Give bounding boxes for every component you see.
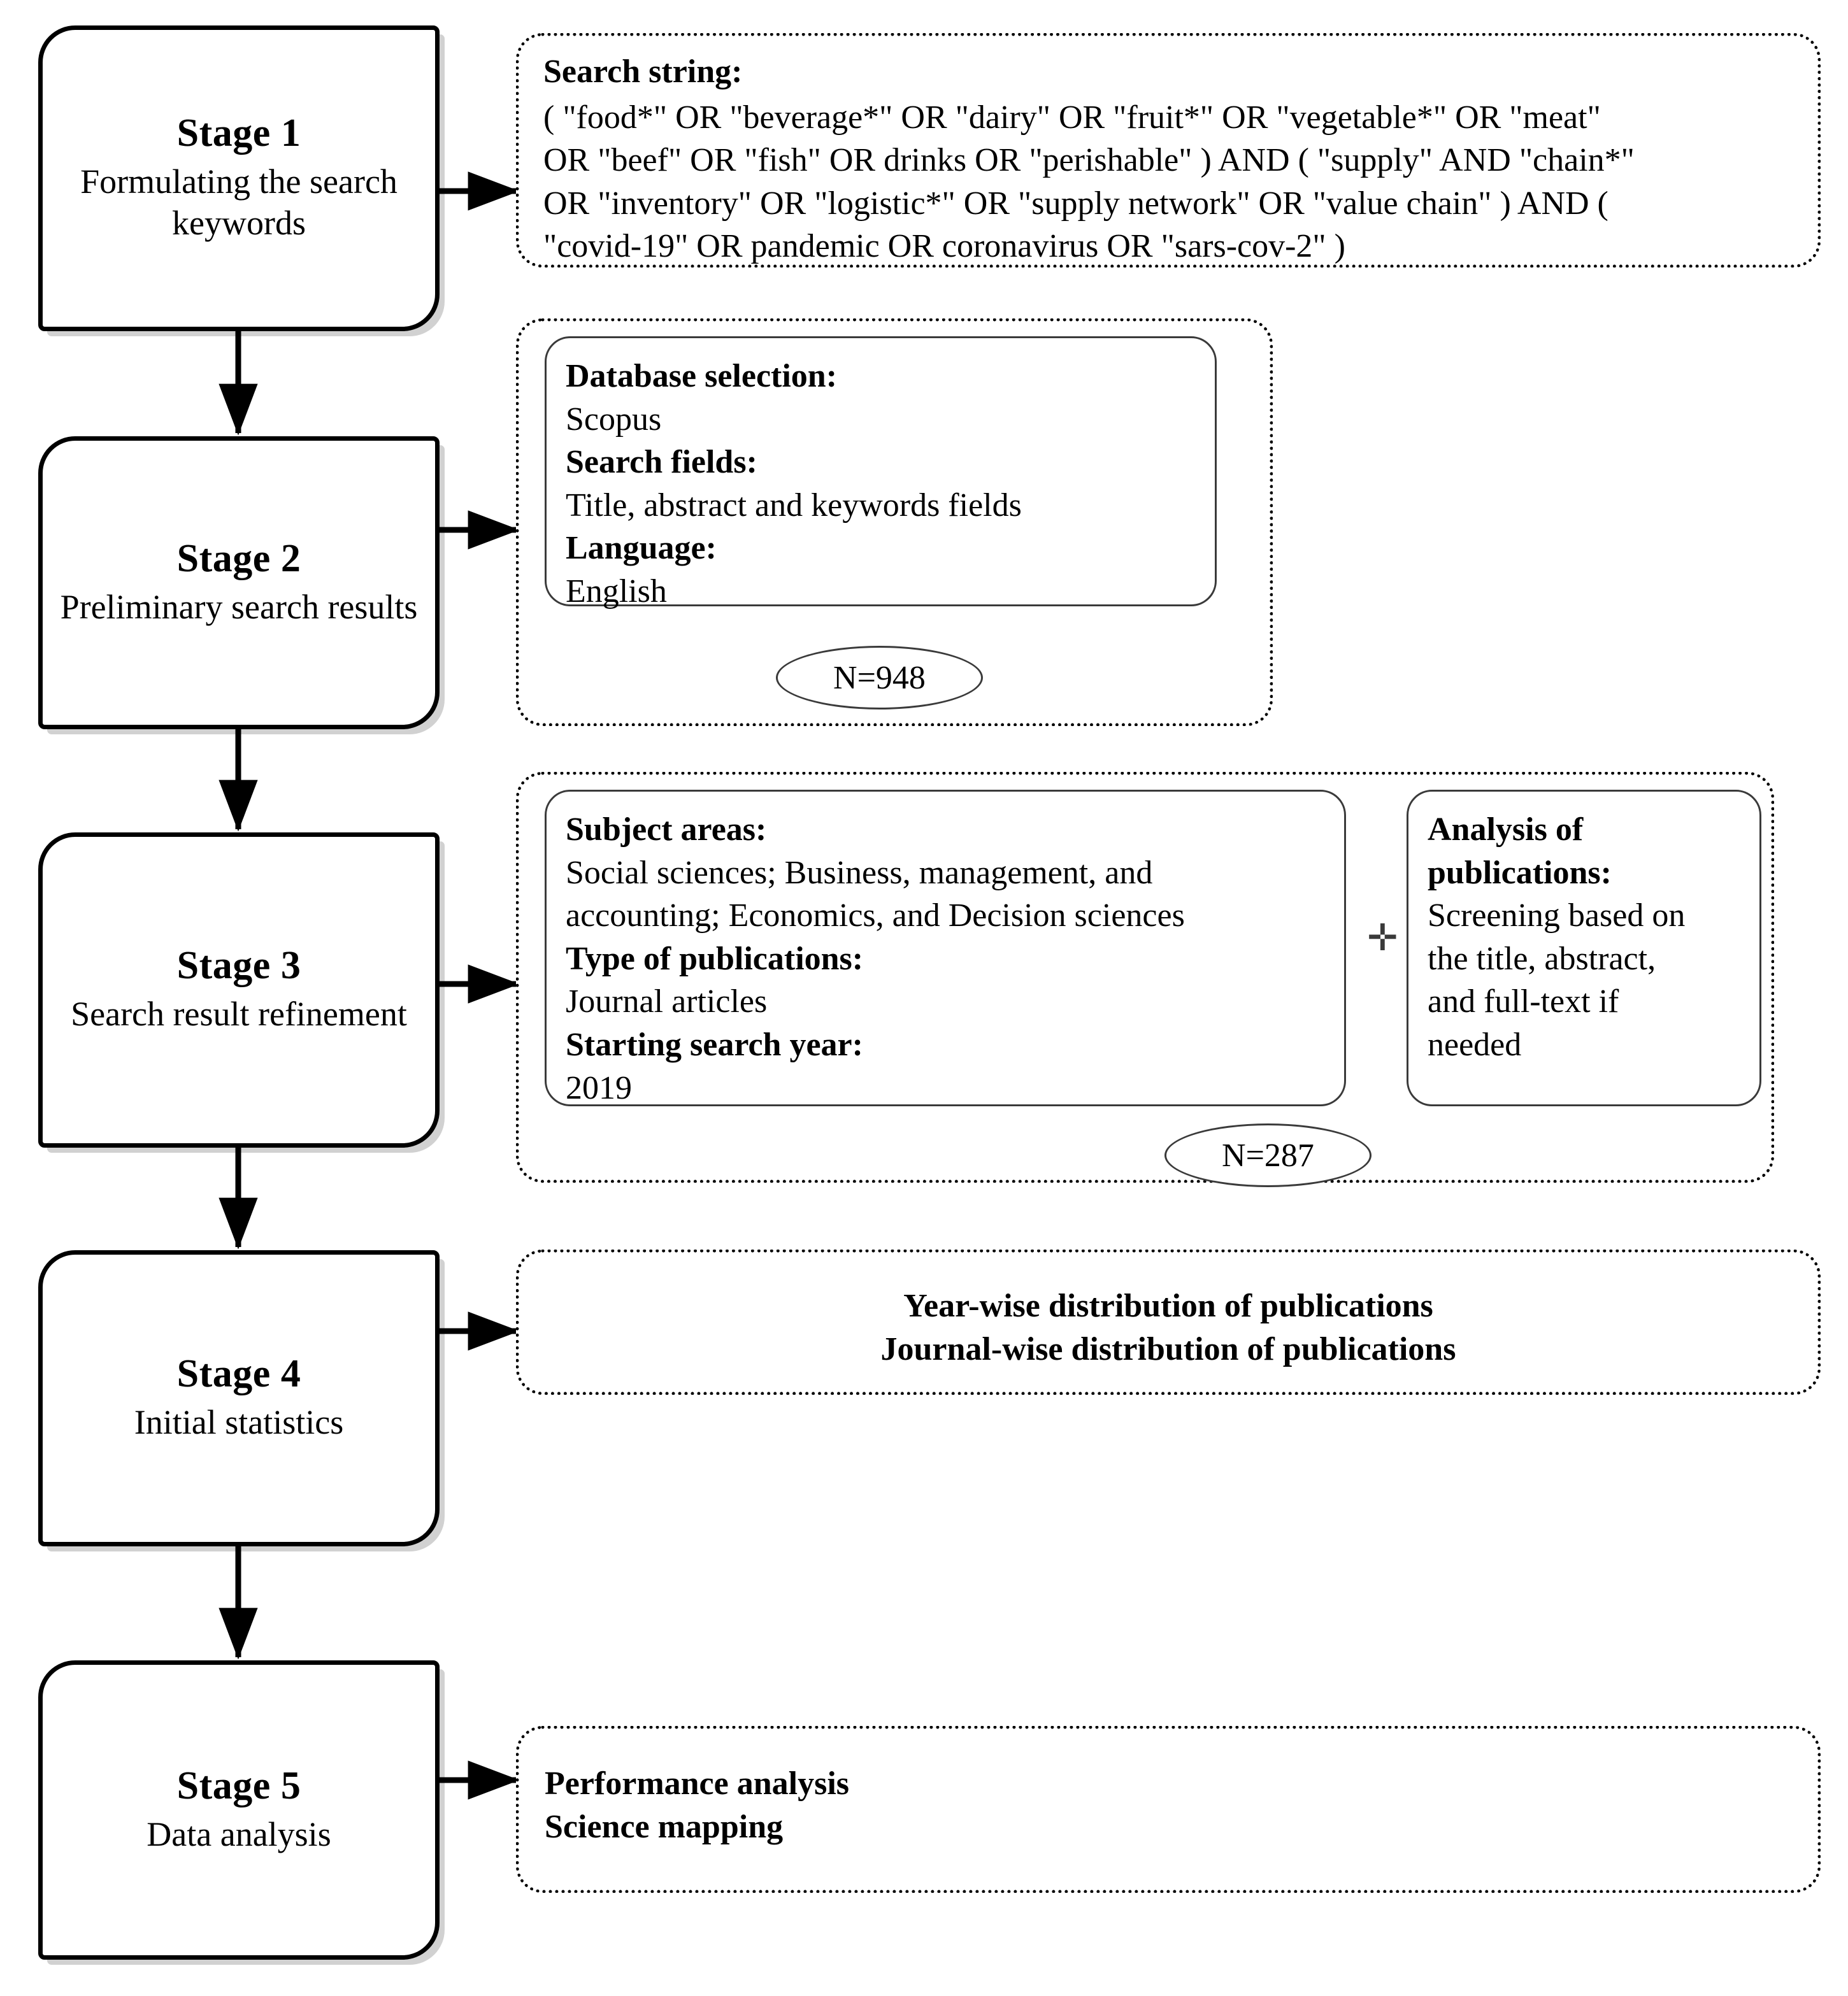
detail-panel-stage-4: Year-wise distribution of publications J… (516, 1250, 1821, 1395)
year-wise-distribution-text: Year-wise distribution of publications (903, 1288, 1433, 1324)
result-count-n948-label: N=948 (833, 659, 926, 696)
database-selection-value: Scopus (566, 401, 662, 438)
stage-3-subtitle: Search result refinement (71, 995, 407, 1034)
starting-year-label: Starting search year: (566, 1026, 863, 1063)
stage-box-4[interactable]: Stage 4 Initial statistics (38, 1250, 440, 1546)
subject-areas-label: Subject areas: (566, 811, 767, 848)
plus-combine-icon: ✛ (1367, 916, 1398, 959)
search-string-heading: Search string: (543, 53, 743, 90)
language-label: Language: (566, 530, 717, 567)
result-count-n287-label: N=287 (1222, 1137, 1314, 1174)
search-fields-label: Search fields: (566, 444, 757, 481)
result-count-n948: N=948 (776, 646, 983, 709)
stage-3-title: Stage 3 (176, 944, 301, 988)
stage-4-subtitle: Initial statistics (134, 1403, 344, 1442)
stage-2-title: Stage 2 (176, 536, 301, 580)
search-fields-value: Title, abstract and keywords fields (566, 487, 1022, 524)
stage-5-subtitle: Data analysis (147, 1814, 331, 1853)
stage-1-title: Stage 1 (176, 111, 301, 155)
stage-box-5[interactable]: Stage 5 Data analysis (38, 1660, 440, 1960)
result-count-n287: N=287 (1164, 1123, 1372, 1187)
publication-type-label: Type of publications: (566, 940, 864, 977)
stage-2-subtitle: Preliminary search results (60, 587, 418, 626)
stage-box-1[interactable]: Stage 1 Formulating the search keywords (38, 25, 440, 331)
subject-areas-value: Social sciences; Business, management, a… (566, 854, 1185, 934)
science-mapping-text: Science mapping (545, 1808, 784, 1845)
analysis-heading: Analysis of publications: (1428, 811, 1612, 891)
database-selection-label: Database selection: (566, 358, 838, 394)
stage-4-title: Stage 4 (176, 1352, 301, 1396)
starting-year-value: 2019 (566, 1069, 632, 1106)
stage-1-subtitle: Formulating the search keywords (80, 162, 398, 243)
analysis-body: Screening based on the title, abstract, … (1428, 897, 1686, 1063)
detail-panel-stage-1: Search string: ( "food*" OR "beverage*" … (516, 33, 1821, 267)
performance-analysis-text: Performance analysis (545, 1765, 850, 1802)
detail-panel-stage-5: Performance analysis Science mapping (516, 1726, 1821, 1893)
stage-5-title: Stage 5 (176, 1764, 301, 1807)
stage-box-2[interactable]: Stage 2 Preliminary search results (38, 436, 440, 729)
language-value: English (566, 573, 667, 609)
stage-2-criteria-box: Database selection: Scopus Search fields… (545, 336, 1217, 609)
publication-type-value: Journal articles (566, 983, 768, 1020)
stage-3-criteria-box: Subject areas: Social sciences; Business… (545, 790, 1346, 1106)
stage-3-analysis-box: Analysis of publications: Screening base… (1407, 790, 1761, 1106)
stage-box-3[interactable]: Stage 3 Search result refinement (38, 832, 440, 1148)
search-string-query: ( "food*" OR "beverage*" OR "dairy" OR "… (543, 99, 1635, 265)
journal-wise-distribution-text: Journal-wise distribution of publication… (880, 1330, 1456, 1367)
